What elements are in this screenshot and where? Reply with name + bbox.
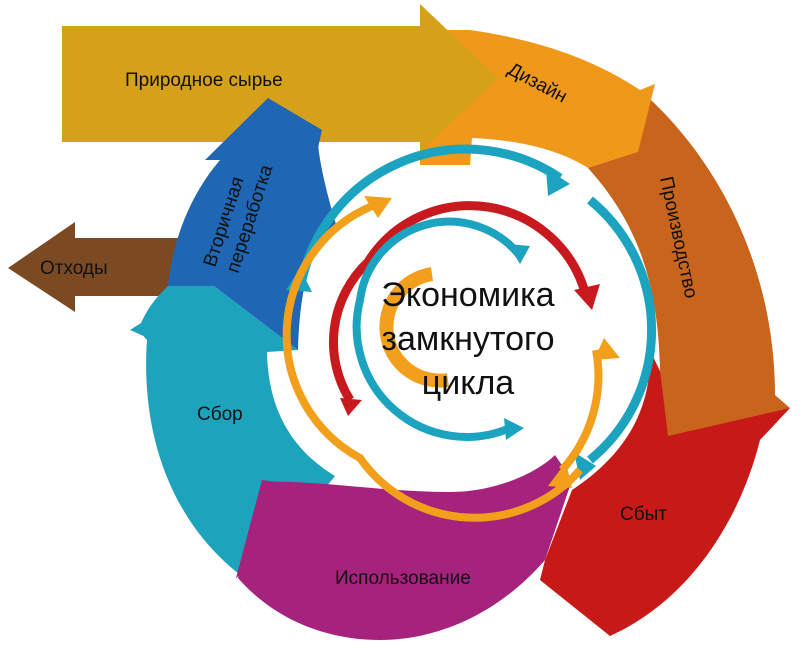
- collection-arrowhead: [130, 288, 296, 352]
- usage-segment: [238, 455, 572, 640]
- inner-ring-orange: [282, 202, 584, 522]
- inner-ring-teal-inner-head2: [504, 418, 524, 440]
- sales-label: Сбыт: [620, 504, 667, 525]
- inner-ring-orange-head3: [548, 462, 572, 488]
- center-title-line3: цикла: [422, 364, 515, 402]
- inner-ring-red-head2: [340, 398, 362, 416]
- inner-ring-teal-outer-2: [587, 196, 657, 464]
- recycling-arrowhead: [205, 98, 322, 160]
- inner-ring-teal-inner-head1: [508, 244, 530, 264]
- collection-label: Сбор: [197, 404, 243, 425]
- inner-ring-orange-2: [559, 349, 603, 473]
- production-segment: [588, 90, 790, 436]
- inner-ring-teal-outer: [295, 144, 563, 291]
- waste-arrow: [8, 222, 185, 312]
- usage-label: Использование: [335, 568, 471, 589]
- inner-ring-red-head1: [574, 284, 600, 310]
- inner-ring-orange-head2: [594, 338, 620, 360]
- raw-materials-label: Природное сырье: [125, 70, 283, 91]
- inner-ring-teal-inner: [352, 217, 524, 441]
- center-title-line1: Экономика: [381, 276, 554, 314]
- center-title-line2: замкнутого: [381, 320, 554, 358]
- inner-ring-teal-outer-head1: [546, 168, 570, 196]
- usage-arrowhead: [236, 480, 350, 578]
- raw-materials-arrow: [62, 4, 498, 152]
- inner-ring-orange-head1: [364, 196, 392, 218]
- inner-ring-orange-small: [379, 267, 450, 388]
- waste-label: Отходы: [40, 258, 108, 279]
- inner-ring-red: [329, 201, 591, 403]
